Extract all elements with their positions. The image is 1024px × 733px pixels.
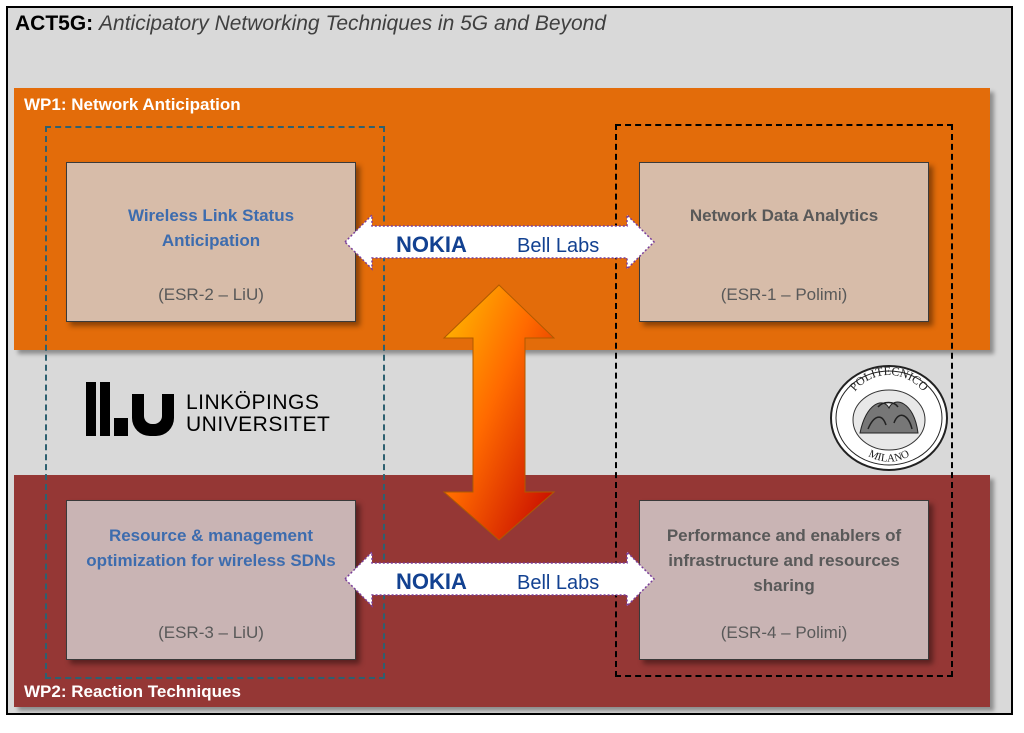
seal-inner-ring [835,370,943,466]
liu-text-line2: UNIVERSITET [186,413,331,436]
box-esr: (ESR-1 – Polimi) [720,285,848,304]
nokia-logo-text: NOKIA [396,232,467,257]
liu-group-outline [45,126,385,679]
double-arrow-horizontal-icon [343,550,656,608]
double-arrow-horizontal-icon [343,213,656,271]
wp2-label: WP2: Reaction Techniques [24,682,241,701]
box-performance-enablers: Performance and enablers of infrastructu… [639,500,929,660]
wp1-label: WP1: Network Anticipation [24,95,241,114]
box-esr: (ESR-2 – LiU) [158,285,264,304]
box-wireless-link-status: Wireless Link Status Anticipation (ESR-2… [66,162,356,322]
diagram-title: ACT5G: Anticipatory Networking Technique… [15,12,606,36]
seal-text-bottom: MILANO [867,448,912,465]
box-title: Resource & management optimization for w… [86,526,336,570]
seal-figures-detail [867,401,913,430]
liu-mark-u-inner [144,394,162,424]
liu-mark-bar [100,382,110,436]
liu-mark-dot [114,418,128,436]
box-network-data-analytics: Network Data Analytics (ESR-1 – Polimi) [639,162,929,322]
project-name: ACT5G: [15,12,94,35]
nokia-logo-text: NOKIA [396,569,467,594]
double-arrow-vertical-icon [442,284,556,541]
polimi-group-outline [615,124,953,677]
box-title: Wireless Link Status Anticipation [127,206,295,250]
liu-logo: LINKÖPINGS UNIVERSITET [86,380,330,440]
box-esr: (ESR-4 – Polimi) [720,623,848,642]
bell-labs-text: Bell Labs [517,572,599,594]
box-resource-management: Resource & management optimization for w… [66,500,356,660]
bell-labs-text: Bell Labs [517,235,599,257]
polimi-seal: POLITECNICO MILANO [830,364,948,471]
liu-mark-bar [86,382,96,436]
box-title: Network Data Analytics [689,206,879,225]
box-title: Performance and enablers of infrastructu… [666,526,902,595]
box-esr: (ESR-3 – LiU) [158,623,264,642]
liu-text-line1: LINKÖPINGS [186,391,320,414]
seal-figures-shape [859,401,919,434]
project-subtitle: Anticipatory Networking Techniques in 5G… [99,12,607,35]
